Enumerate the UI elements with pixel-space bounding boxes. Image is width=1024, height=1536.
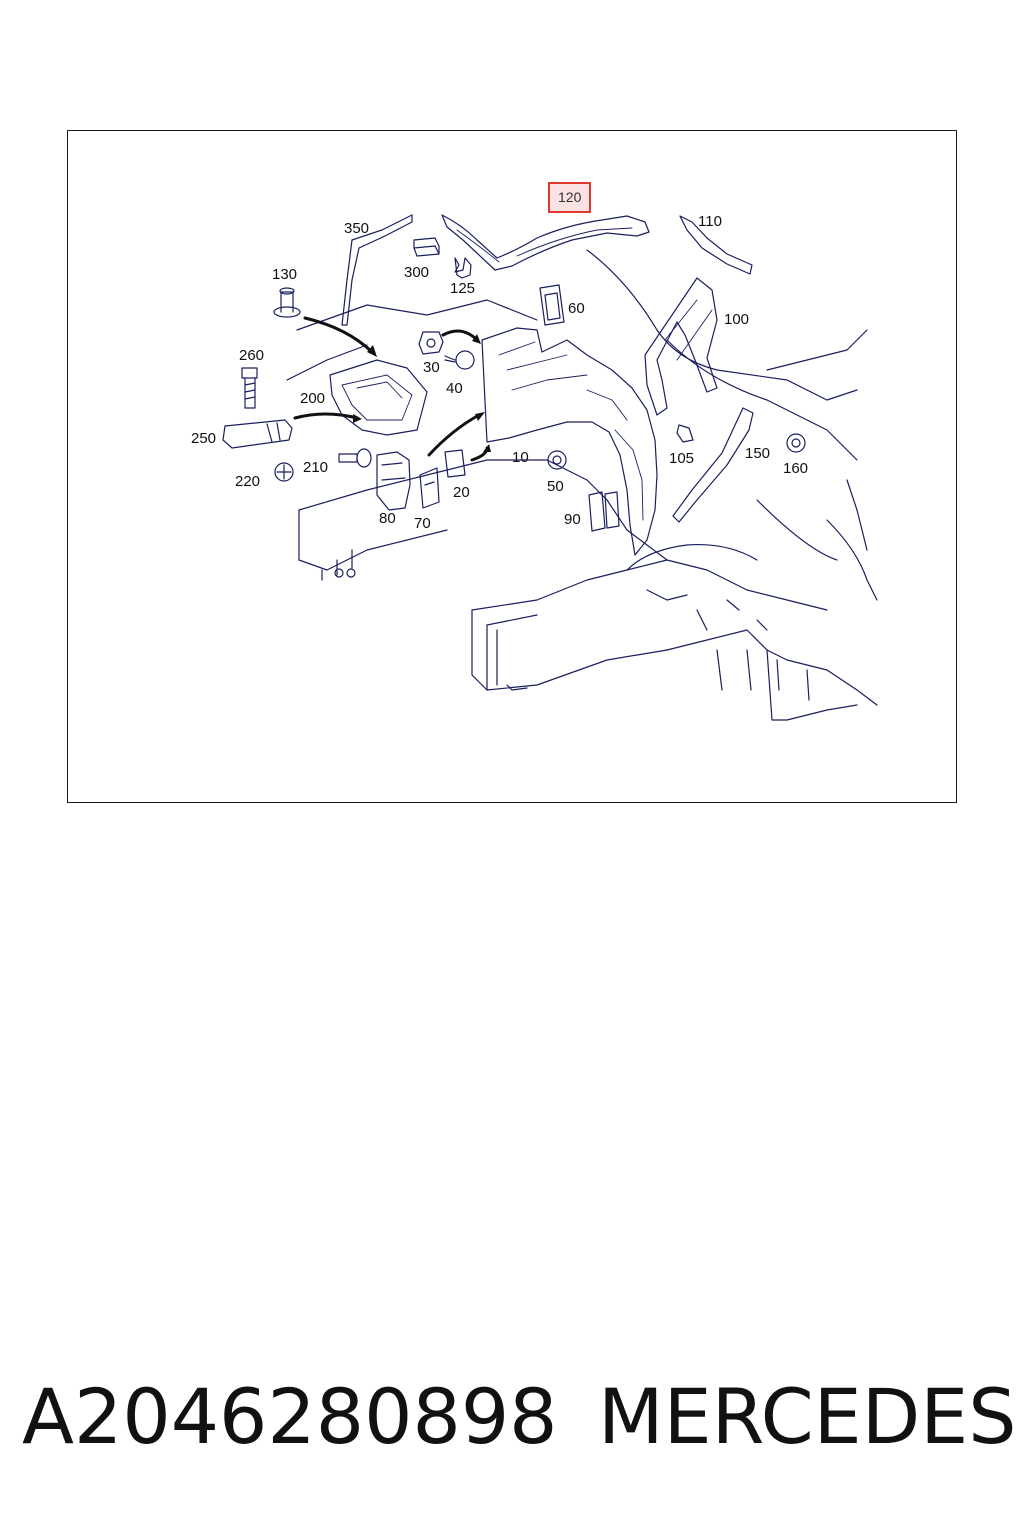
label-50: 50: [547, 478, 564, 495]
part-40-screw: [444, 350, 475, 370]
part-160-grommet: [786, 433, 806, 453]
part-350-strip: [341, 214, 413, 326]
label-100: 100: [724, 311, 750, 328]
label-40: 40: [446, 380, 463, 397]
label-210: 210: [303, 459, 329, 476]
label-60: 60: [568, 300, 585, 317]
label-10: 10: [512, 449, 529, 466]
label-150: 150: [745, 445, 771, 462]
body-structure: [286, 249, 878, 721]
brand-name: MERCEDES: [598, 1372, 1017, 1461]
part-90-clip: [588, 491, 620, 532]
label-160: 160: [783, 460, 809, 477]
caption: A2046280898 MERCEDES: [0, 1372, 1024, 1472]
part-60-pad: [539, 284, 565, 326]
part-20-pad: [444, 449, 466, 478]
label-350: 350: [344, 220, 370, 237]
label-200: 200: [300, 390, 326, 407]
part-300-clip: [413, 237, 440, 257]
arrow-heads: [353, 334, 491, 452]
label-90: 90: [564, 511, 581, 528]
part-10-liner: [481, 327, 658, 556]
label-260: 260: [239, 347, 265, 364]
label-20: 20: [453, 484, 470, 501]
label-130: 130: [272, 266, 298, 283]
label-220: 220: [235, 473, 261, 490]
part-150-strip: [672, 407, 754, 523]
part-100-strut: [644, 277, 718, 416]
part-30-clip: [418, 331, 444, 355]
part-200-bracket: [329, 359, 428, 436]
part-120-bracket: [441, 214, 650, 271]
part-260-bolt: [241, 367, 258, 409]
part-210-bolt: [338, 448, 372, 468]
parts-exploded-diagram: [222, 214, 878, 721]
label-70: 70: [414, 515, 431, 532]
part-50-nut: [547, 450, 567, 470]
part-220-screw: [274, 462, 294, 482]
part-125-clip: [454, 257, 472, 279]
part-70-clip: [419, 467, 440, 509]
label-110: 110: [698, 213, 722, 230]
part-80-bracket: [376, 451, 411, 511]
label-80: 80: [379, 510, 396, 527]
label-120-highlighted: 120: [548, 182, 592, 213]
label-30: 30: [423, 359, 440, 376]
part-110-strip: [679, 215, 753, 275]
part-130-rivet: [273, 287, 301, 318]
part-105-clip: [676, 424, 694, 443]
label-250: 250: [191, 430, 217, 447]
part-number: A2046280898: [22, 1372, 558, 1461]
label-300: 300: [404, 264, 430, 281]
label-125: 125: [450, 280, 476, 297]
part-250-bracket: [222, 419, 293, 449]
label-105: 105: [669, 450, 695, 467]
